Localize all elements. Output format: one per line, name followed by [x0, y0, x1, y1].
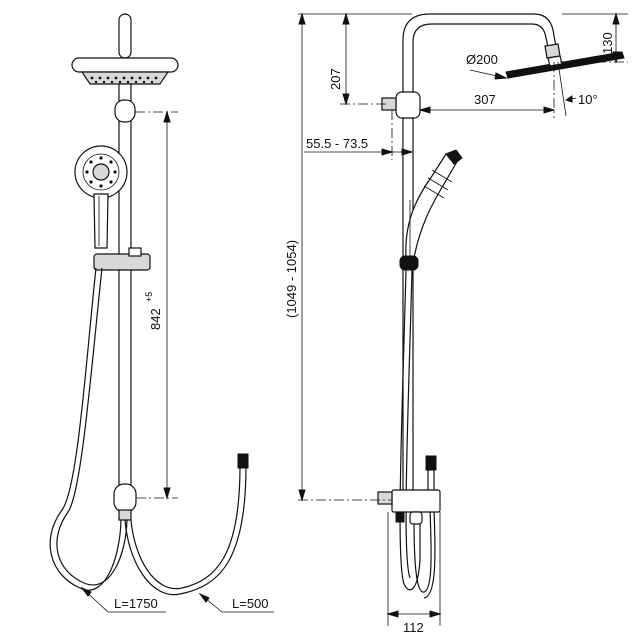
- overhead-hose-outer: [124, 465, 247, 596]
- side-view: (1049 - 1054) 207 130 Ø200 307 10°: [284, 12, 628, 635]
- front-rail-pipe: [118, 83, 132, 495]
- hose-end-fitting: [237, 453, 249, 469]
- rail-tolerance-label: +5: [144, 292, 154, 302]
- front-view: 842 +5 L=1750 L=500: [49, 13, 274, 613]
- overhead-hose-inner: [130, 465, 241, 590]
- hand-shower-icon: [74, 145, 128, 249]
- front-pipe-top: [118, 13, 132, 59]
- side-upper-bracket: [395, 91, 421, 119]
- wall-distance-label: 55.5 - 73.5: [306, 136, 368, 151]
- head-drop-label: 130: [600, 32, 615, 54]
- overhead-shower-icon: [71, 57, 179, 85]
- front-slider-knob: [128, 247, 142, 257]
- total-height-label: (1049 - 1054): [284, 240, 299, 318]
- front-slider: [93, 253, 151, 271]
- handshower-hose-inner: [56, 267, 128, 586]
- head-angle-label: 10°: [578, 92, 598, 107]
- side-slider: [399, 255, 419, 271]
- valve-width-label: 112: [403, 620, 424, 635]
- arm-reach-label: 307: [474, 92, 496, 107]
- overhead-hose-length: L=500: [232, 596, 269, 611]
- handshower-hose-length: L=1750: [114, 596, 158, 611]
- handshower-hose-outer: [49, 267, 122, 591]
- arm-height-label: 207: [328, 68, 343, 90]
- head-diameter-label: Ø200: [466, 52, 498, 67]
- side-hand-shower: [405, 149, 463, 259]
- front-lower-connector: [118, 509, 132, 521]
- mixer-valve-icon: [377, 455, 441, 525]
- front-lower-valve: [113, 483, 137, 513]
- rail-height-label: 842: [148, 308, 163, 330]
- front-upper-bracket: [114, 99, 136, 123]
- side-head: [505, 51, 625, 79]
